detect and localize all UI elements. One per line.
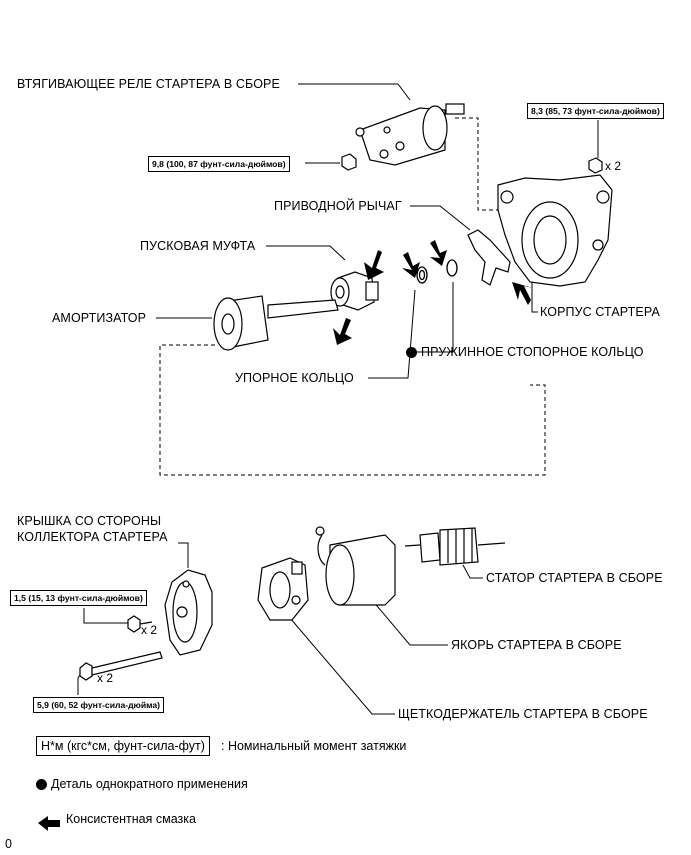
label-brush-holder: ЩЕТКОДЕРЖАТЕЛЬ СТАРТЕРА В СБОРЕ	[398, 707, 648, 721]
grease-arrows	[333, 240, 533, 345]
leader-housing	[531, 280, 538, 313]
torque-housing-nut: 8,3 (85, 73 фунт-сила-дюймов)	[527, 103, 664, 119]
label-stator: СТАТОР СТАРТЕРА В СБОРЕ	[486, 571, 663, 585]
leader-brush-holder	[289, 617, 395, 715]
thrust-ring-part	[416, 266, 428, 284]
label-end-cover-line2: КОЛЛЕКТОРА СТАРТЕРА	[17, 530, 168, 544]
label-thrust-ring: УПОРНОЕ КОЛЬЦО	[235, 371, 354, 385]
grease-legend-arrow-icon	[38, 816, 60, 831]
label-solenoid: ВТЯГИВАЮЩЕЕ РЕЛЕ СТАРТЕРА В СБОРЕ	[17, 77, 280, 91]
label-snap-ring: ПРУЖИННОЕ СТОПОРНОЕ КОЛЬЦО	[421, 345, 644, 359]
single-use-marker-icon	[406, 347, 417, 358]
cover-screw-part	[127, 615, 153, 633]
leader-cover-screw	[83, 608, 128, 624]
qty-cover-screw: x 2	[141, 623, 158, 637]
damper-part	[213, 295, 339, 351]
footer-code: 0	[5, 837, 12, 851]
torque-solenoid-nut: 9,8 (100, 87 фунт-сила-дюймов)	[148, 156, 290, 172]
armature-part	[315, 526, 396, 606]
leader-armature	[371, 599, 448, 646]
leader-drive-lever	[410, 205, 471, 231]
legend-grease: Консистентная смазка	[66, 812, 196, 826]
label-clutch: ПУСКОВАЯ МУФТА	[140, 239, 256, 253]
assembly-line-damper-stator	[159, 344, 546, 476]
label-end-cover-line1: КРЫШКА СО СТОРОНЫ	[17, 514, 162, 528]
stator-part	[404, 527, 506, 566]
through-bolt-part	[79, 651, 163, 681]
label-damper: АМОРТИЗАТОР	[52, 311, 147, 325]
label-armature: ЯКОРЬ СТАРТЕРА В СБОРЕ	[451, 638, 622, 652]
solenoid-nut-part	[341, 153, 357, 171]
legend-single-use: Деталь однократного применения	[51, 777, 248, 791]
housing-nut-part	[588, 157, 603, 174]
torque-cover-screw: 1,5 (15, 13 фунт-сила-дюймов)	[10, 590, 147, 606]
solenoid-part	[355, 103, 465, 166]
torque-through-bolt: 5,9 (60, 52 фунт-сила-дюйма)	[33, 697, 165, 713]
leader-thrust-ring	[368, 289, 416, 379]
leader-stator	[462, 564, 483, 579]
legend-torque-unit: Н*м (кгс*см, фунт-сила-фут)	[36, 736, 210, 756]
drive-lever-part	[467, 229, 511, 286]
qty-through-bolt: x 2	[97, 671, 114, 685]
legend-single-use-icon	[36, 779, 47, 790]
housing-part	[497, 174, 613, 287]
qty-housing-nut: x 2	[605, 159, 622, 173]
label-drive-lever: ПРИВОДНОЙ РЫЧАГ	[274, 199, 402, 213]
clutch-part	[330, 271, 379, 311]
snap-ring-part	[446, 259, 458, 277]
legend-torque-desc: : Номинальный момент затяжки	[221, 739, 407, 753]
label-housing: КОРПУС СТАРТЕРА	[540, 305, 660, 319]
leader-clutch	[266, 245, 346, 261]
leader-snap-ring	[408, 282, 454, 353]
end-cover-part	[164, 569, 213, 656]
leader-end-cover	[178, 542, 189, 568]
assembly-line-solenoid-housing	[455, 117, 500, 211]
brush-holder-part	[257, 557, 309, 621]
